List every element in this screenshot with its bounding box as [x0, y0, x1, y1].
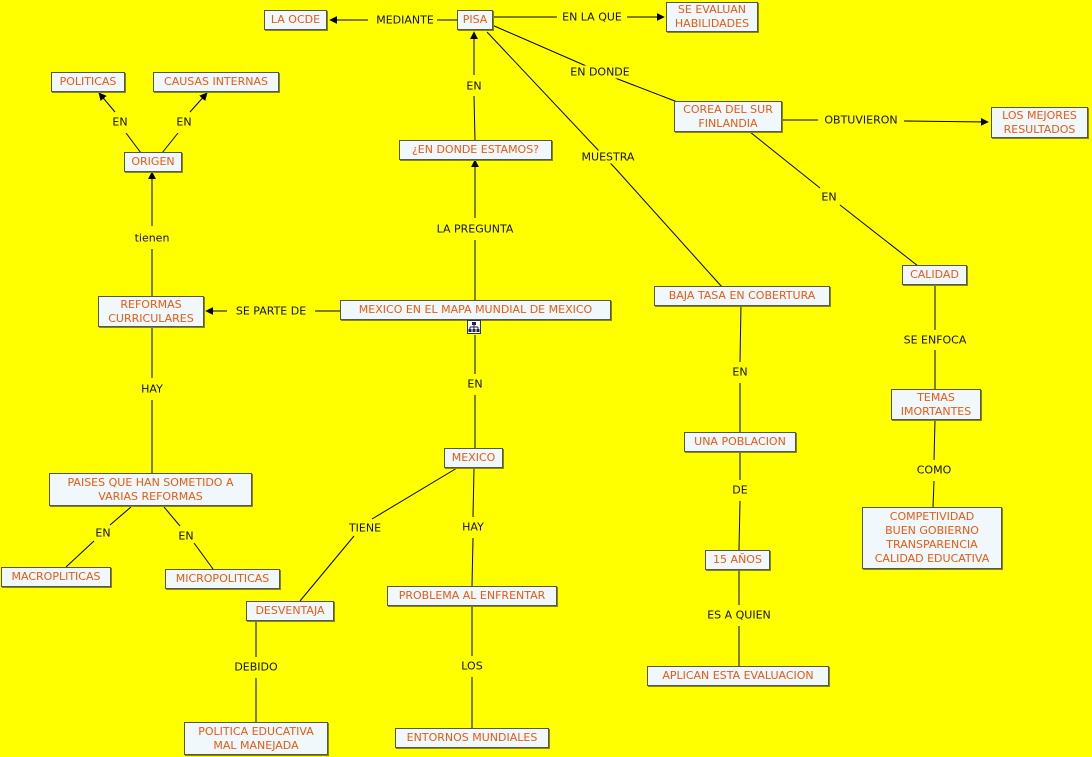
concept-micropoliticas[interactable]: MICROPOLITICAS [165, 569, 280, 589]
concept-politica-educativa[interactable]: POLITICA EDUCATIVA MAL MANEJADA [184, 722, 328, 755]
link-los: LOS [459, 659, 485, 673]
concept-una-poblacion[interactable]: UNA POBLACION [684, 432, 796, 452]
link-se-parte-de: SE PARTE DE [233, 304, 309, 318]
link-en-la-que: EN LA QUE [560, 10, 624, 24]
link-hay-problema: HAY [460, 520, 486, 534]
concept-politicas[interactable]: POLITICAS [51, 72, 125, 92]
link-en-poblacion: EN [730, 365, 750, 379]
concept-la-ocde[interactable]: LA OCDE [264, 10, 327, 30]
concept-mexico-en-el-mapa[interactable]: MEXICO EN EL MAPA MUNDIAL DE MEXICO [340, 300, 611, 320]
concept-en-donde-estamos[interactable]: ¿EN DONDE ESTAMOS? [399, 140, 552, 160]
concept-problema-al-enfrentar[interactable]: PROBLEMA AL ENFRENTAR [387, 586, 557, 606]
link-en-micro: EN [176, 529, 196, 543]
link-muestra: MUESTRA [579, 150, 637, 164]
link-debido: DEBIDO [232, 660, 280, 674]
sitemap-glyph [468, 322, 480, 332]
link-en-pisa: EN [464, 79, 484, 93]
link-obtuvieron: OBTUVIERON [822, 113, 900, 127]
concept-se-evaluan-habilidades[interactable]: SE EVALUAN HABILIDADES [666, 2, 758, 32]
link-en-mexico: EN [465, 377, 485, 391]
concept-aplican-esta-evaluacion[interactable]: APLICAN ESTA EVALUACION [647, 666, 829, 686]
concept-reformas-curriculares[interactable]: REFORMAS CURRICULARES [98, 296, 204, 327]
link-es-a-quien: ES A QUIEN [705, 608, 773, 622]
concept-calidad[interactable]: CALIDAD [902, 265, 967, 285]
concept-los-mejores-resultados[interactable]: LOS MEJORES RESULTADOS [991, 107, 1088, 138]
link-en-calidad: EN [819, 190, 839, 204]
concept-15-anos[interactable]: 15 AÑOS [705, 550, 770, 570]
concept-causas-internas[interactable]: CAUSAS INTERNAS [153, 72, 279, 92]
link-se-enfoca: SE ENFOCA [901, 333, 969, 347]
link-tienen: tienen [132, 231, 172, 245]
concept-desventaja[interactable]: DESVENTAJA [246, 601, 334, 621]
concept-corea-finlandia[interactable]: COREA DEL SUR FINLANDIA [674, 101, 782, 132]
link-en-macro: EN [93, 526, 113, 540]
concept-paises-reformas[interactable]: PAISES QUE HAN SOMETIDO A VARIAS REFORMA… [49, 473, 252, 506]
concept-baja-tasa-en-cobertura[interactable]: BAJA TASA EN COBERTURA [654, 286, 830, 306]
link-como: COMO [914, 463, 954, 477]
concept-competitividad[interactable]: COMPETIVIDAD BUEN GOBIERNO TRANSPARENCIA… [862, 507, 1002, 569]
link-hay-paises: HAY [139, 382, 165, 396]
link-de: DE [730, 483, 750, 497]
concept-pisa[interactable]: PISA [457, 10, 493, 30]
concept-entornos-mundiales[interactable]: ENTORNOS MUNDIALES [395, 728, 549, 748]
link-en-causas: EN [174, 115, 194, 129]
concept-macropliticas[interactable]: MACROPLITICAS [1, 567, 111, 587]
concept-temas-imortantes[interactable]: TEMAS IMORTANTES [891, 389, 981, 420]
concept-origen[interactable]: ORIGEN [124, 152, 182, 172]
link-tiene: TIENE [346, 521, 384, 535]
link-en-politicas: EN [110, 115, 130, 129]
sitemap-icon[interactable] [467, 320, 481, 334]
concept-mexico[interactable]: MEXICO [444, 448, 503, 468]
link-la-pregunta: LA PREGUNTA [434, 222, 516, 236]
link-mediante: MEDIANTE [374, 13, 436, 27]
link-en-donde: EN DONDE [568, 65, 632, 79]
